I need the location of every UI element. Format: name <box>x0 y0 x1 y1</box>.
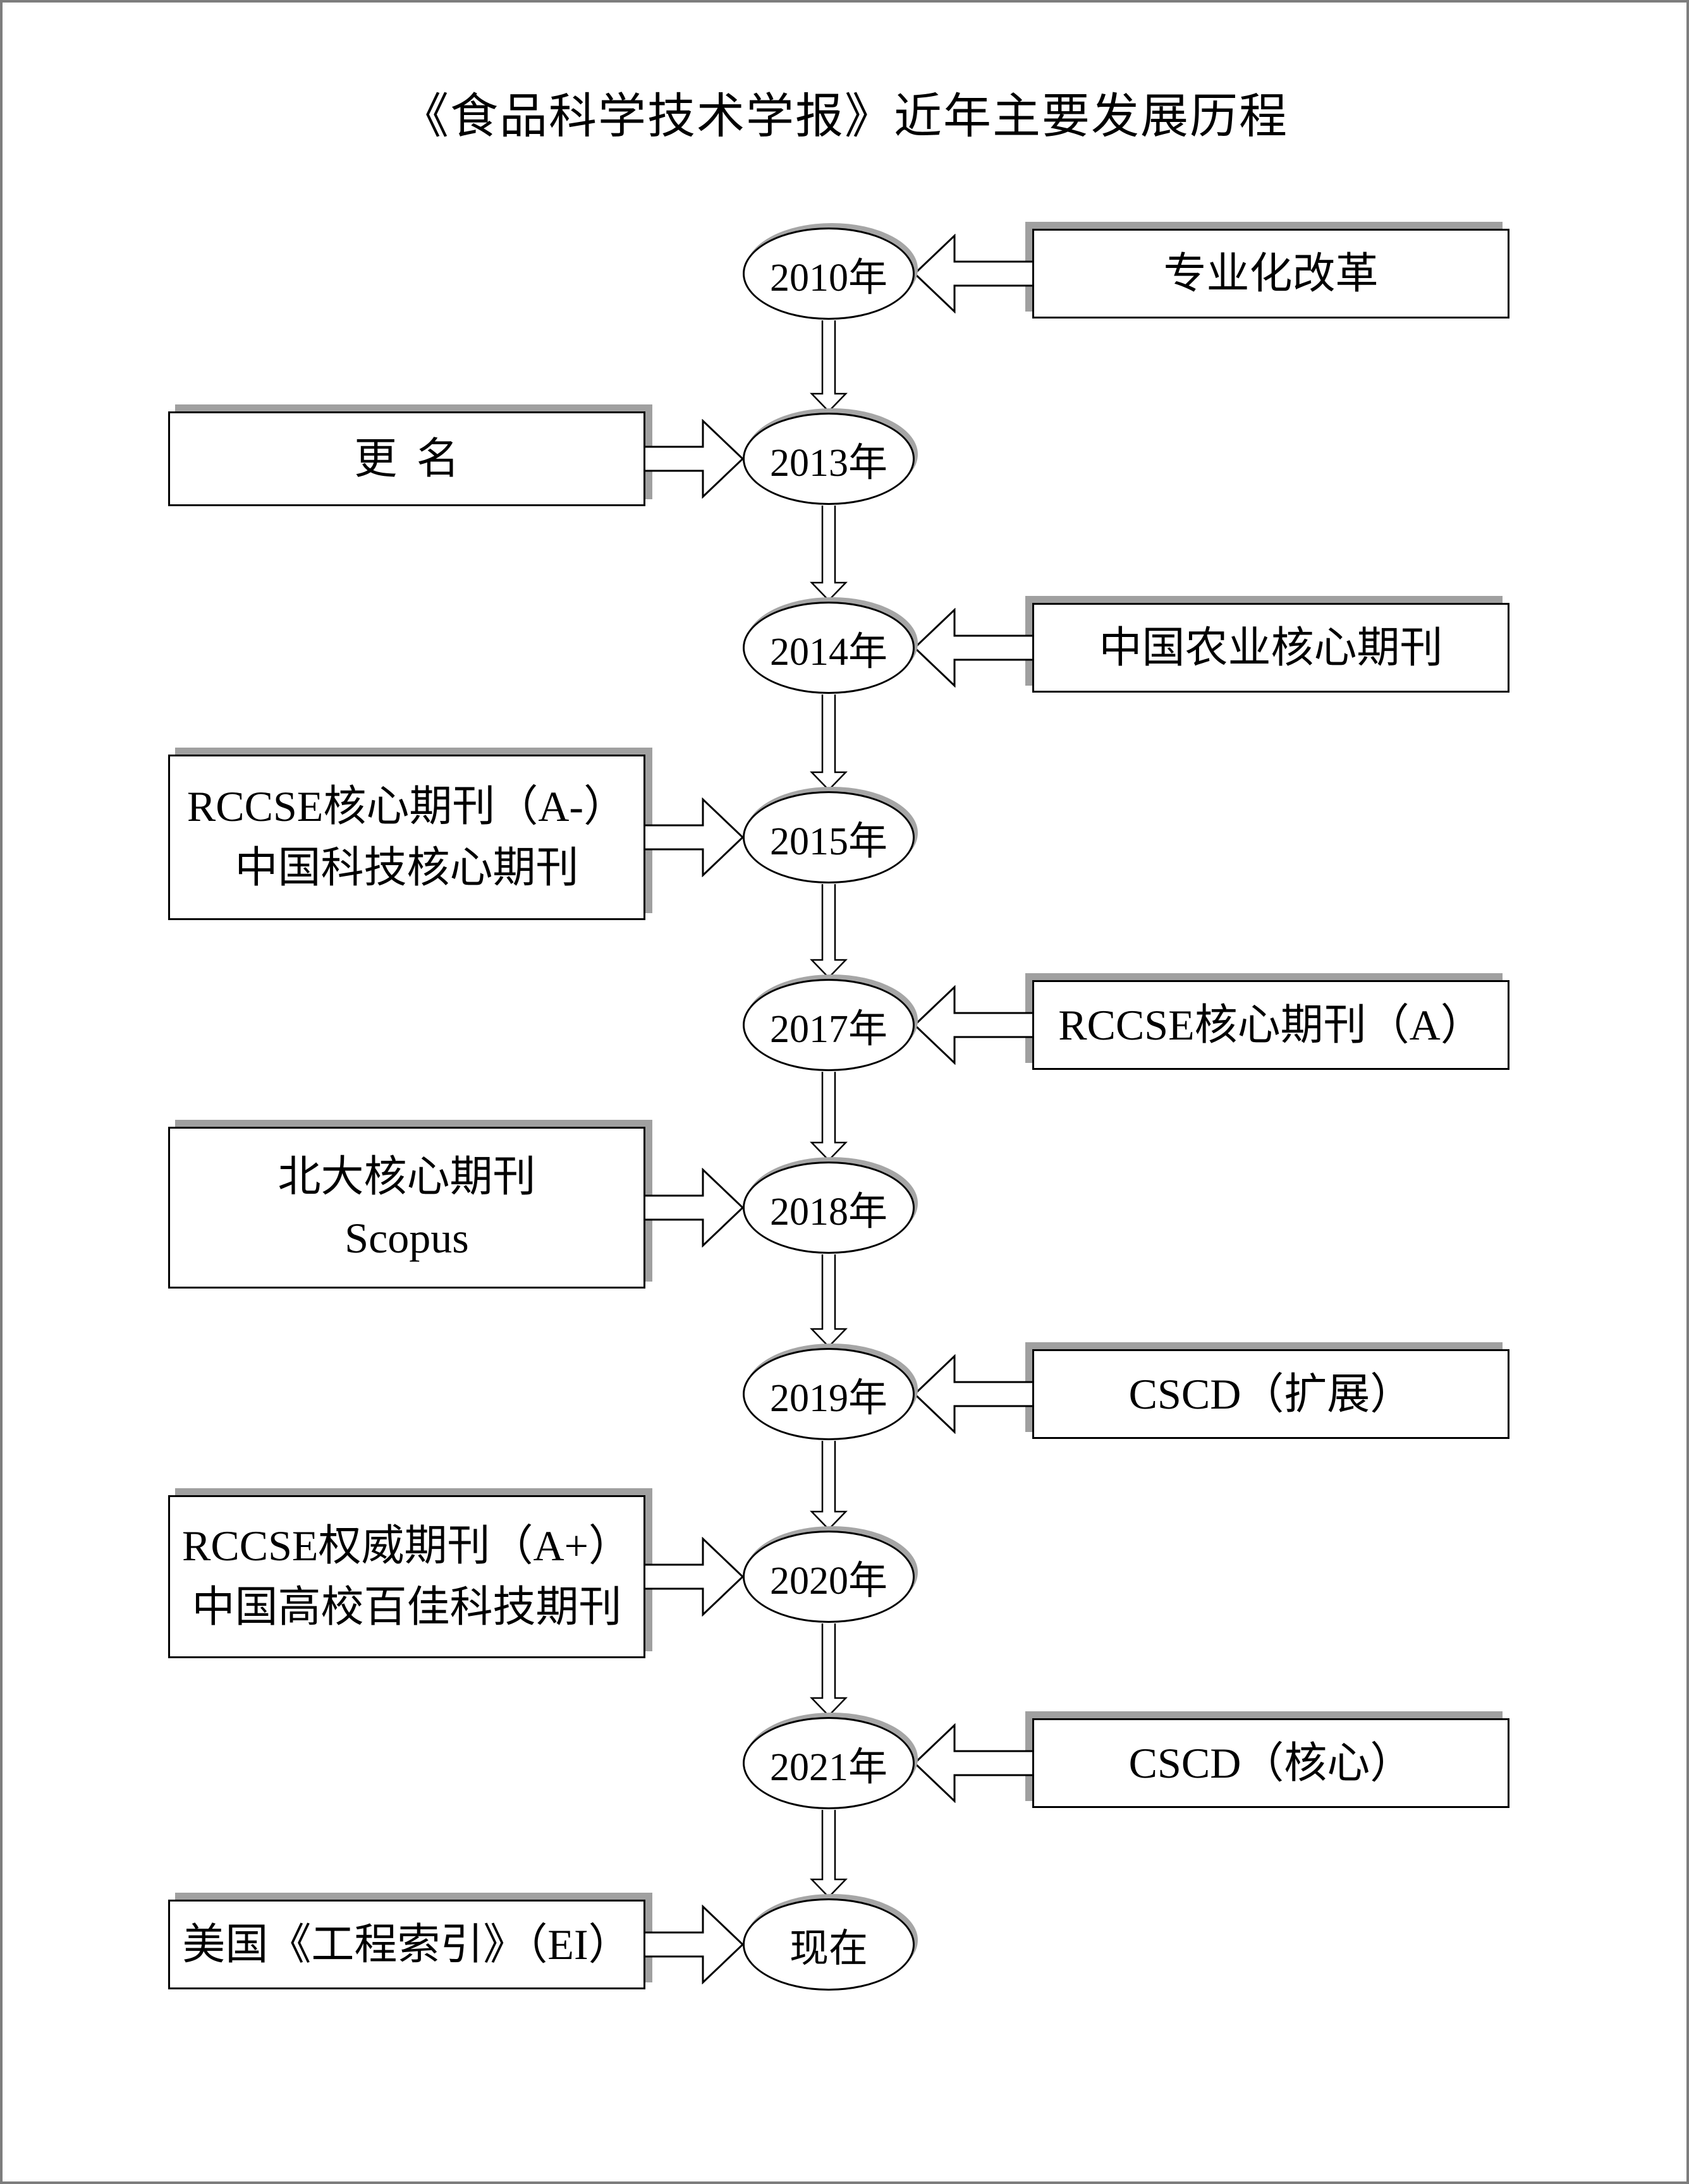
year-ellipse-2010: 2010年 <box>743 228 915 320</box>
year-ellipse-2018: 2018年 <box>743 1162 915 1254</box>
down-arrow-connector-icon <box>810 320 848 413</box>
block-arrow-left-icon <box>913 234 1039 313</box>
year-label: 2017年 <box>769 1008 887 1051</box>
milestone-label: Scopus <box>345 1214 469 1262</box>
block-arrow-left-icon <box>913 1354 1039 1434</box>
milestone-box-2010: 专业化改革 <box>1032 229 1509 318</box>
milestone-label: RCCSE核心期刊（A） <box>1058 1000 1484 1049</box>
milestone-label: 中国高校百佳科技期刊 <box>192 1583 622 1631</box>
milestone-label: 中国科技核心期刊 <box>235 844 579 892</box>
year-ellipse-2014: 2014年 <box>743 602 915 694</box>
block-arrow-left-icon <box>913 608 1039 688</box>
year-label: 2014年 <box>769 631 887 674</box>
down-arrow-connector-icon <box>810 695 848 791</box>
year-ellipse-now: 现在 <box>743 1898 915 1991</box>
milestone-box-now: 美国《工程索引》（EI） <box>168 1900 645 1989</box>
milestone-box-2015: RCCSE核心期刊（A-） 中国科技核心期刊 <box>168 755 645 920</box>
down-arrow-connector-icon <box>810 506 848 602</box>
down-arrow-connector-icon <box>810 1623 848 1717</box>
milestone-box-2017: RCCSE核心期刊（A） <box>1032 980 1509 1070</box>
year-label: 2021年 <box>769 1746 887 1789</box>
year-label: 2010年 <box>769 257 887 300</box>
year-label: 2019年 <box>769 1377 887 1420</box>
year-ellipse-2019: 2019年 <box>743 1348 915 1440</box>
milestone-box-2014: 中国农业核心期刊 <box>1032 603 1509 693</box>
down-arrow-connector-icon <box>810 1254 848 1348</box>
milestone-label: 更名 <box>354 434 479 483</box>
year-label: 2018年 <box>769 1191 887 1234</box>
milestone-box-2018: 北大核心期刊 Scopus <box>168 1127 645 1289</box>
down-arrow-connector-icon <box>810 1810 848 1898</box>
milestone-label: 专业化改革 <box>1163 249 1379 298</box>
diagram-title: 《食品科学技术学报》近年主要发展历程 <box>401 90 1288 143</box>
milestone-label: 美国《工程索引》（EI） <box>182 1920 631 1969</box>
milestone-box-2019: CSCD（扩展） <box>1032 1349 1509 1439</box>
milestone-label: 北大核心期刊 <box>277 1153 536 1201</box>
year-ellipse-2013: 2013年 <box>743 413 915 505</box>
year-label: 2015年 <box>769 820 887 863</box>
milestone-label: RCCSE核心期刊（A-） <box>186 782 627 831</box>
milestone-box-2020: RCCSE权威期刊（A+） 中国高校百佳科技期刊 <box>168 1495 645 1658</box>
milestone-box-2013: 更名 <box>168 411 645 506</box>
milestone-label: RCCSE权威期刊（A+） <box>182 1522 631 1570</box>
year-label: 现在 <box>789 1927 868 1970</box>
year-label: 2013年 <box>769 442 887 485</box>
block-arrow-left-icon <box>913 1723 1039 1803</box>
milestone-label: CSCD（核心） <box>1128 1738 1413 1787</box>
year-label: 2020年 <box>769 1560 887 1603</box>
year-ellipse-2015: 2015年 <box>743 791 915 883</box>
down-arrow-connector-icon <box>810 884 848 979</box>
year-ellipse-2021: 2021年 <box>743 1717 915 1809</box>
down-arrow-connector-icon <box>810 1072 848 1162</box>
milestone-label: 中国农业核心期刊 <box>1099 623 1443 672</box>
milestone-label: CSCD（扩展） <box>1128 1369 1413 1418</box>
year-ellipse-2017: 2017年 <box>743 979 915 1071</box>
milestone-box-2021: CSCD（核心） <box>1032 1718 1509 1808</box>
year-ellipse-2020: 2020年 <box>743 1531 915 1623</box>
block-arrow-left-icon <box>913 985 1039 1065</box>
down-arrow-connector-icon <box>810 1441 848 1531</box>
